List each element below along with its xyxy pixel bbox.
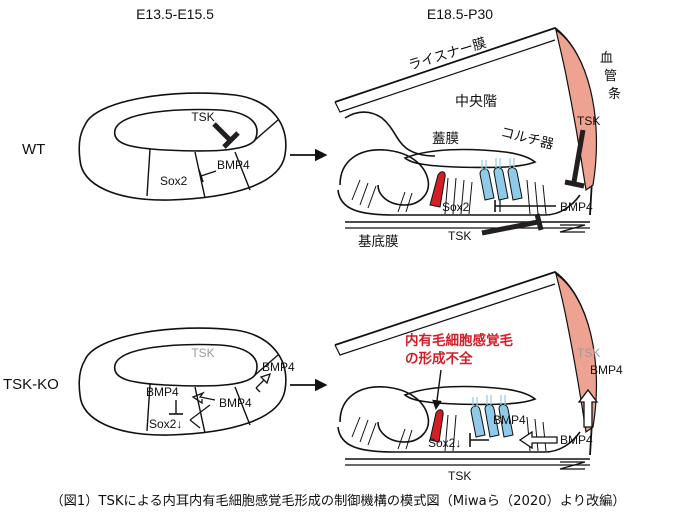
ko-late-cochlear-duct (334, 270, 598, 466)
ko-early-bmp4-up-arrow (255, 372, 272, 393)
wt-tsk-lateral-label: TSK (577, 114, 600, 128)
wt-scala-media-label: 中央階 (455, 94, 497, 110)
row-label-ko: TSK-KO (3, 376, 59, 393)
wt-stria-label-1: 血 (600, 51, 613, 66)
ko-sox2-label: Sox2↓ (428, 436, 461, 450)
wt-stria-label-3: 条 (608, 86, 621, 102)
ko-defect-label-line2: の形成不全 (405, 350, 473, 367)
wt-tsk-bottom-label: TSK (448, 229, 471, 243)
wt-early-sox2-label: Sox2 (160, 174, 188, 188)
ko-bmp4-lateral-label: BMP4 (590, 363, 623, 377)
ko-tsk-bottom-label: TSK (448, 469, 471, 483)
wt-corti-label: コルチ器 (499, 124, 556, 153)
ko-early-bmp4-label-right: BMP4 (262, 360, 295, 374)
ko-defect-pointer-arrow (432, 369, 442, 410)
ko-early-bmp4-label-mid: BMP4 (219, 396, 252, 410)
ko-early-sox2-label: Sox2↓ (149, 417, 182, 431)
ko-bmp4-up-arrow (577, 388, 599, 428)
wt-stria-label-2: 管 (604, 69, 617, 84)
ko-bmp4-left-arrow (518, 430, 558, 450)
ko-early-cochlear-duct (78, 327, 287, 436)
row-label-wt: WT (22, 141, 45, 158)
wt-tsk-bottom-inhibition (481, 219, 539, 236)
wt-tsk-lateral-inhibition (571, 129, 586, 183)
wt-basilar-label: 基底膜 (358, 233, 399, 250)
wt-stria-vascularis (555, 28, 598, 192)
wt-tectorial-label: 蓋膜 (432, 131, 459, 147)
figure-caption: （図1）TSKによる内耳内有毛細胞感覚毛形成の制御機構の模式図（Miwaら（20… (50, 494, 626, 509)
ko-outer-hair-cells (470, 404, 514, 438)
wt-early-tsk-label: TSK (191, 110, 214, 124)
ko-early-bmp4-label-left: BMP4 (146, 385, 179, 399)
ko-early-tsk-label: TSK (191, 346, 214, 360)
wt-early-bmp4-label: BMP4 (217, 158, 250, 172)
ko-early-bmp4-left-arrow (191, 391, 216, 405)
wt-bmp4-label: BMP4 (560, 200, 593, 214)
wt-inner-hair-cell (429, 171, 446, 208)
ko-defect-label-line1: 内有毛細胞感覚毛 (405, 332, 513, 349)
wt-outer-hair-cells (479, 167, 523, 201)
ko-inner-hair-cell (429, 409, 444, 443)
wt-late-cochlear-duct (334, 26, 598, 229)
wt-early-bmp4-inhibition-arrow (200, 170, 217, 177)
stage-label-late: E18.5-P30 (427, 6, 493, 22)
ko-bmp4-inner-label: BMP4 (493, 413, 526, 427)
stage-label-early: E13.5-E15.5 (136, 6, 214, 22)
ko-bmp4-bottom-label: BMP4 (560, 433, 593, 447)
wt-sox2-label: Sox2 (442, 200, 470, 214)
ko-tsk-lateral-label: TSK (577, 346, 600, 360)
